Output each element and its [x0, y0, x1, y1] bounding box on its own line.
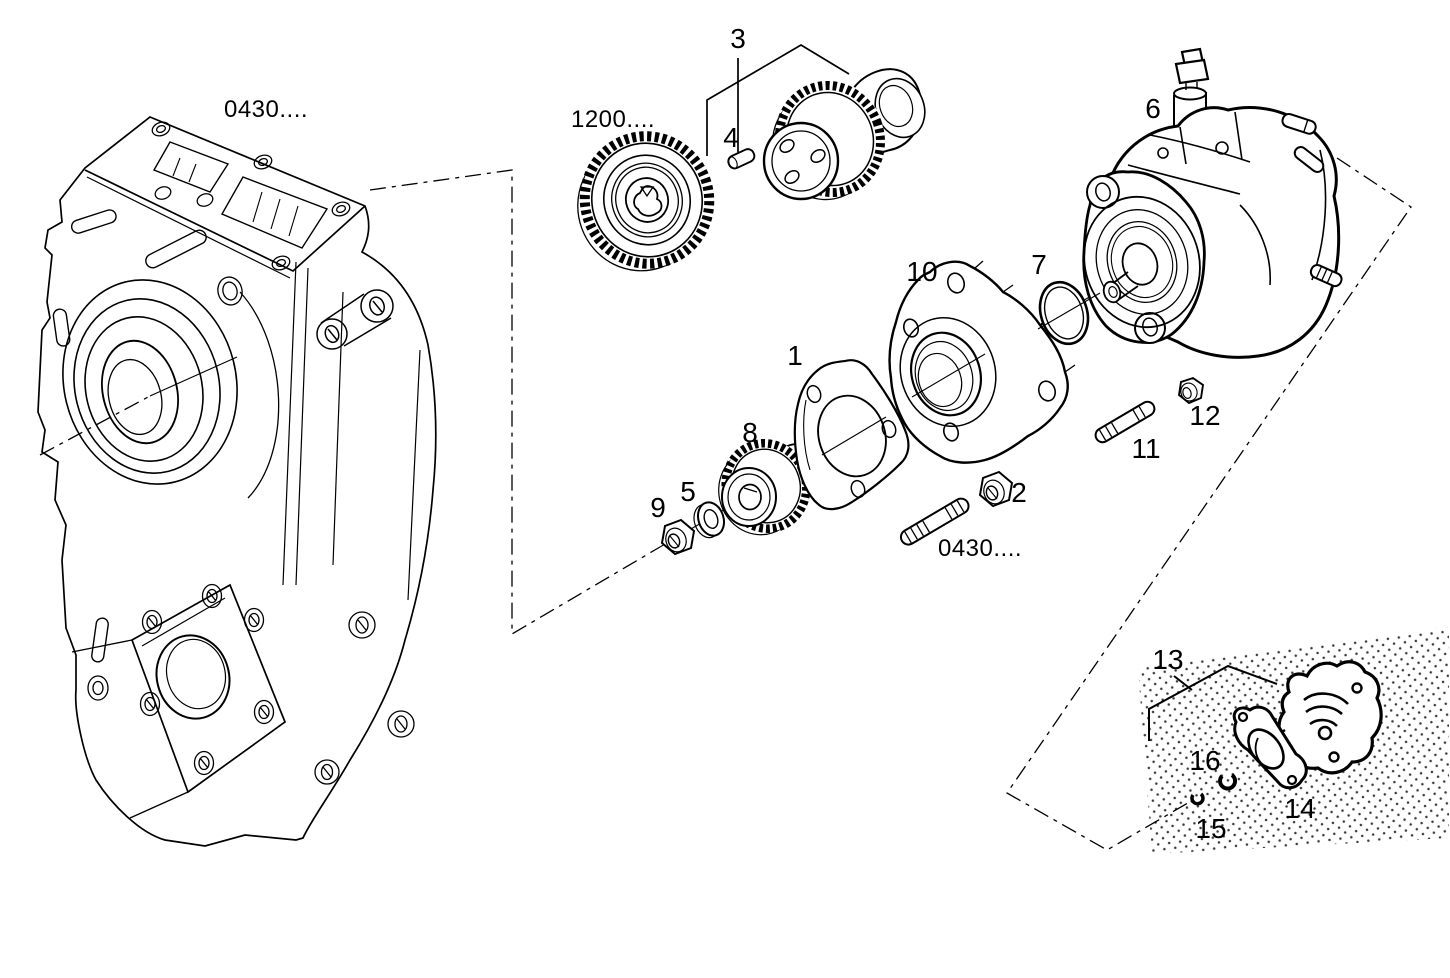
label-callout-15: 15 [1195, 813, 1226, 844]
callout-3-bracket [706, 44, 850, 156]
o-ring-7-drawing [1037, 280, 1101, 346]
engine-block-drawing [37, 116, 437, 847]
inset-gasket-14-drawing [1232, 705, 1308, 790]
label-callout-11: 11 [1131, 433, 1160, 464]
boundary-lines [39, 157, 1412, 851]
label-callout-1: 1 [787, 340, 803, 371]
label-callout-14: 14 [1284, 793, 1315, 824]
stud-11-drawing [1094, 400, 1156, 444]
main-bearing-bore [62, 279, 280, 499]
label-stud-code: 0430.... [938, 535, 1022, 562]
label-callout-3: 3 [730, 23, 746, 54]
label-callout-7: 7 [1031, 249, 1047, 280]
stud-0430-drawing [899, 497, 970, 546]
label-callout-8: 8 [742, 417, 758, 448]
pump-gear-assembly-drawing [762, 68, 926, 201]
nut-9-drawing [660, 518, 696, 556]
label-callout-12: 12 [1189, 400, 1220, 431]
label-callout-6: 6 [1145, 93, 1161, 124]
pin-drawing [727, 148, 756, 170]
labels: 0430.... 1200.... 3 4 6 10 7 1 8 5 9 2 0… [224, 23, 1316, 844]
label-callout-2: 2 [1011, 477, 1027, 508]
solenoid [1173, 47, 1210, 152]
bolt-boss [316, 289, 394, 350]
label-callout-13: 13 [1152, 644, 1183, 675]
nut-2-drawing [978, 470, 1014, 508]
inset-ring-15-drawing [1190, 792, 1205, 806]
callout-13-bracket [1148, 664, 1278, 741]
inset-ring-16-drawing [1218, 773, 1238, 791]
washer-5-drawing [693, 501, 725, 539]
label-callout-16: 16 [1189, 745, 1220, 776]
label-callout-9: 9 [650, 492, 666, 523]
label-callout-5: 5 [680, 476, 696, 507]
label-callout-10: 10 [906, 256, 937, 287]
lower-pad [71, 583, 287, 819]
injection-pump-drawing [1082, 47, 1343, 359]
gasket-1-drawing [793, 359, 910, 511]
label-timing-gear-code: 1200.... [571, 106, 655, 133]
drive-gear-8-drawing [718, 439, 819, 536]
label-engine-block-code: 0430.... [224, 96, 308, 123]
nut-12-drawing [1177, 376, 1205, 405]
pad-holes [87, 583, 415, 785]
label-callout-4: 4 [723, 122, 739, 153]
timing-gear-drawing [577, 131, 715, 272]
